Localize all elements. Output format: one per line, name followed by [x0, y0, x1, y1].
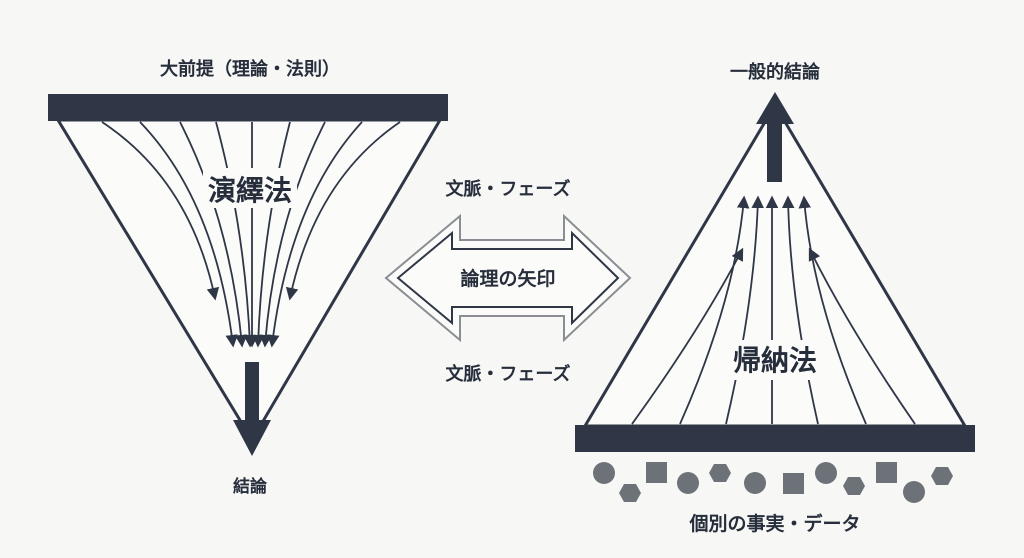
induction-method-label: 帰納法	[733, 344, 817, 377]
circle-icon	[593, 462, 615, 484]
square-icon	[646, 462, 667, 483]
converging-lines	[101, 121, 401, 348]
context-label-top: 文脈・フェーズ	[445, 178, 570, 200]
hexagon-icon	[843, 477, 865, 495]
square-icon	[783, 473, 804, 494]
circle-icon	[744, 472, 766, 494]
hexagon-icon	[619, 484, 641, 502]
rising-lines	[631, 195, 916, 425]
deduction-method-label: 演繹法	[208, 174, 292, 207]
hexagon-icon	[709, 464, 731, 482]
logic-arrow: 文脈・フェーズ 論理の矢印 文脈・フェーズ	[384, 178, 632, 385]
induction-pyramid: 一般的結論 帰納法	[575, 61, 975, 535]
facts-label: 個別の事実・データ	[688, 512, 860, 535]
square-icon	[876, 462, 897, 483]
hexagon-icon	[931, 467, 953, 485]
down-arrow-icon	[233, 362, 271, 456]
deduction-funnel: 大前提（理論・法則） 演繹法 結論	[48, 58, 448, 497]
circle-icon	[677, 472, 699, 494]
context-label-bottom: 文脈・フェーズ	[445, 363, 570, 385]
conclusion-label: 結論	[233, 476, 268, 497]
premise-bar	[48, 94, 448, 121]
premise-label: 大前提（理論・法則）	[160, 58, 340, 80]
logic-arrow-label: 論理の矢印	[460, 267, 555, 290]
data-shapes	[593, 462, 953, 503]
general-conclusion-label: 一般的結論	[730, 61, 821, 83]
facts-bar	[575, 425, 975, 452]
circle-icon	[903, 481, 925, 503]
circle-icon	[815, 462, 837, 484]
up-arrow-icon	[756, 92, 794, 182]
double-arrow-inner	[396, 230, 620, 326]
